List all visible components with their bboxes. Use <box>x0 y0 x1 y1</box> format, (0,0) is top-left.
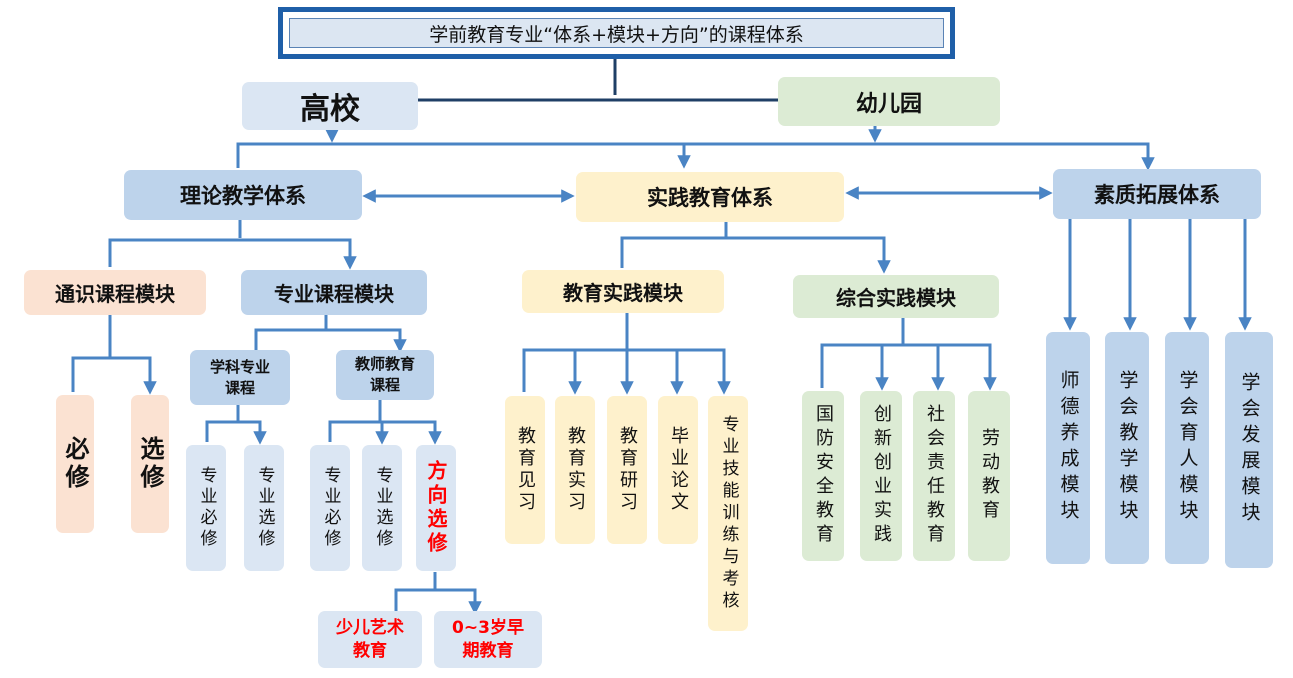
node-teacher-required: 专业必修 <box>310 445 350 571</box>
node-nurturing-module: 学会育人模块 <box>1165 332 1209 564</box>
node-ethics-module: 师德养成模块 <box>1046 332 1090 564</box>
node-elective: 选修 <box>131 395 169 533</box>
node-social-responsibility: 社会责任教育 <box>913 391 955 561</box>
node-required: 必修 <box>56 395 94 533</box>
node-subject-courses: 学科专业课程 <box>190 350 290 405</box>
node-direction-early: 0~3岁早期教育 <box>434 611 542 668</box>
node-teacher-courses: 教师教育课程 <box>336 350 434 400</box>
node-research: 教育研习 <box>607 396 647 544</box>
node-direction-elective: 方向选修 <box>416 445 456 571</box>
node-kindergarten: 幼儿园 <box>778 77 1000 126</box>
node-teaching-module: 学会教学模块 <box>1105 332 1149 564</box>
node-defense-education: 国防安全教育 <box>802 391 844 561</box>
node-quality-system: 素质拓展体系 <box>1053 169 1261 219</box>
node-subject-required: 专业必修 <box>186 445 226 571</box>
node-observation: 教育见习 <box>505 396 545 544</box>
node-university: 高校 <box>242 82 418 130</box>
node-internship: 教育实习 <box>555 396 595 544</box>
node-teacher-elective: 专业选修 <box>362 445 402 571</box>
node-practice-system: 实践教育体系 <box>576 172 844 222</box>
node-skills-training: 专业技能训练与考核 <box>708 396 748 631</box>
node-comp-practice-module: 综合实践模块 <box>793 275 999 318</box>
node-theory-system: 理论教学体系 <box>124 170 362 220</box>
node-labor-education: 劳动教育 <box>968 391 1010 561</box>
node-thesis: 毕业论文 <box>658 396 698 544</box>
node-edu-practice-module: 教育实践模块 <box>522 270 724 313</box>
node-subject-elective: 专业选修 <box>244 445 284 571</box>
diagram-title-frame: 学前教育专业“体系+模块+方向”的课程体系 <box>278 7 955 59</box>
node-innovation-practice: 创新创业实践 <box>860 391 902 561</box>
node-general-module: 通识课程模块 <box>24 270 206 315</box>
node-development-module: 学会发展模块 <box>1225 332 1273 568</box>
node-professional-module: 专业课程模块 <box>241 270 427 315</box>
node-direction-arts: 少儿艺术教育 <box>318 611 422 668</box>
diagram-title: 学前教育专业“体系+模块+方向”的课程体系 <box>289 18 944 48</box>
